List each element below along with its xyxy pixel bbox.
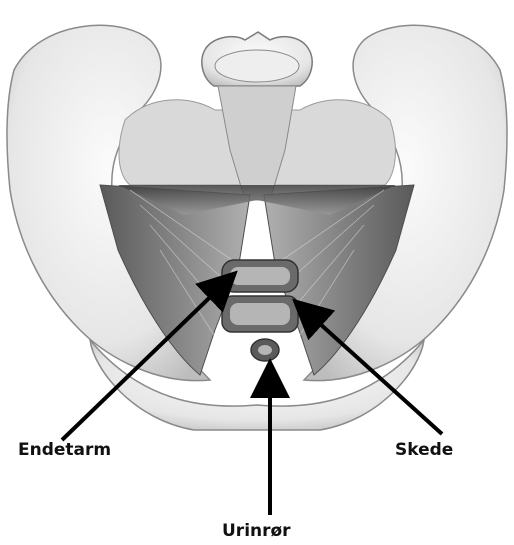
label-endetarm: Endetarm [18, 442, 111, 459]
rectum-opening [222, 260, 298, 292]
vagina-opening [222, 296, 298, 332]
label-urinror: Urinrør [222, 523, 291, 540]
urethra-opening [251, 339, 279, 361]
label-skede: Skede [395, 442, 453, 459]
